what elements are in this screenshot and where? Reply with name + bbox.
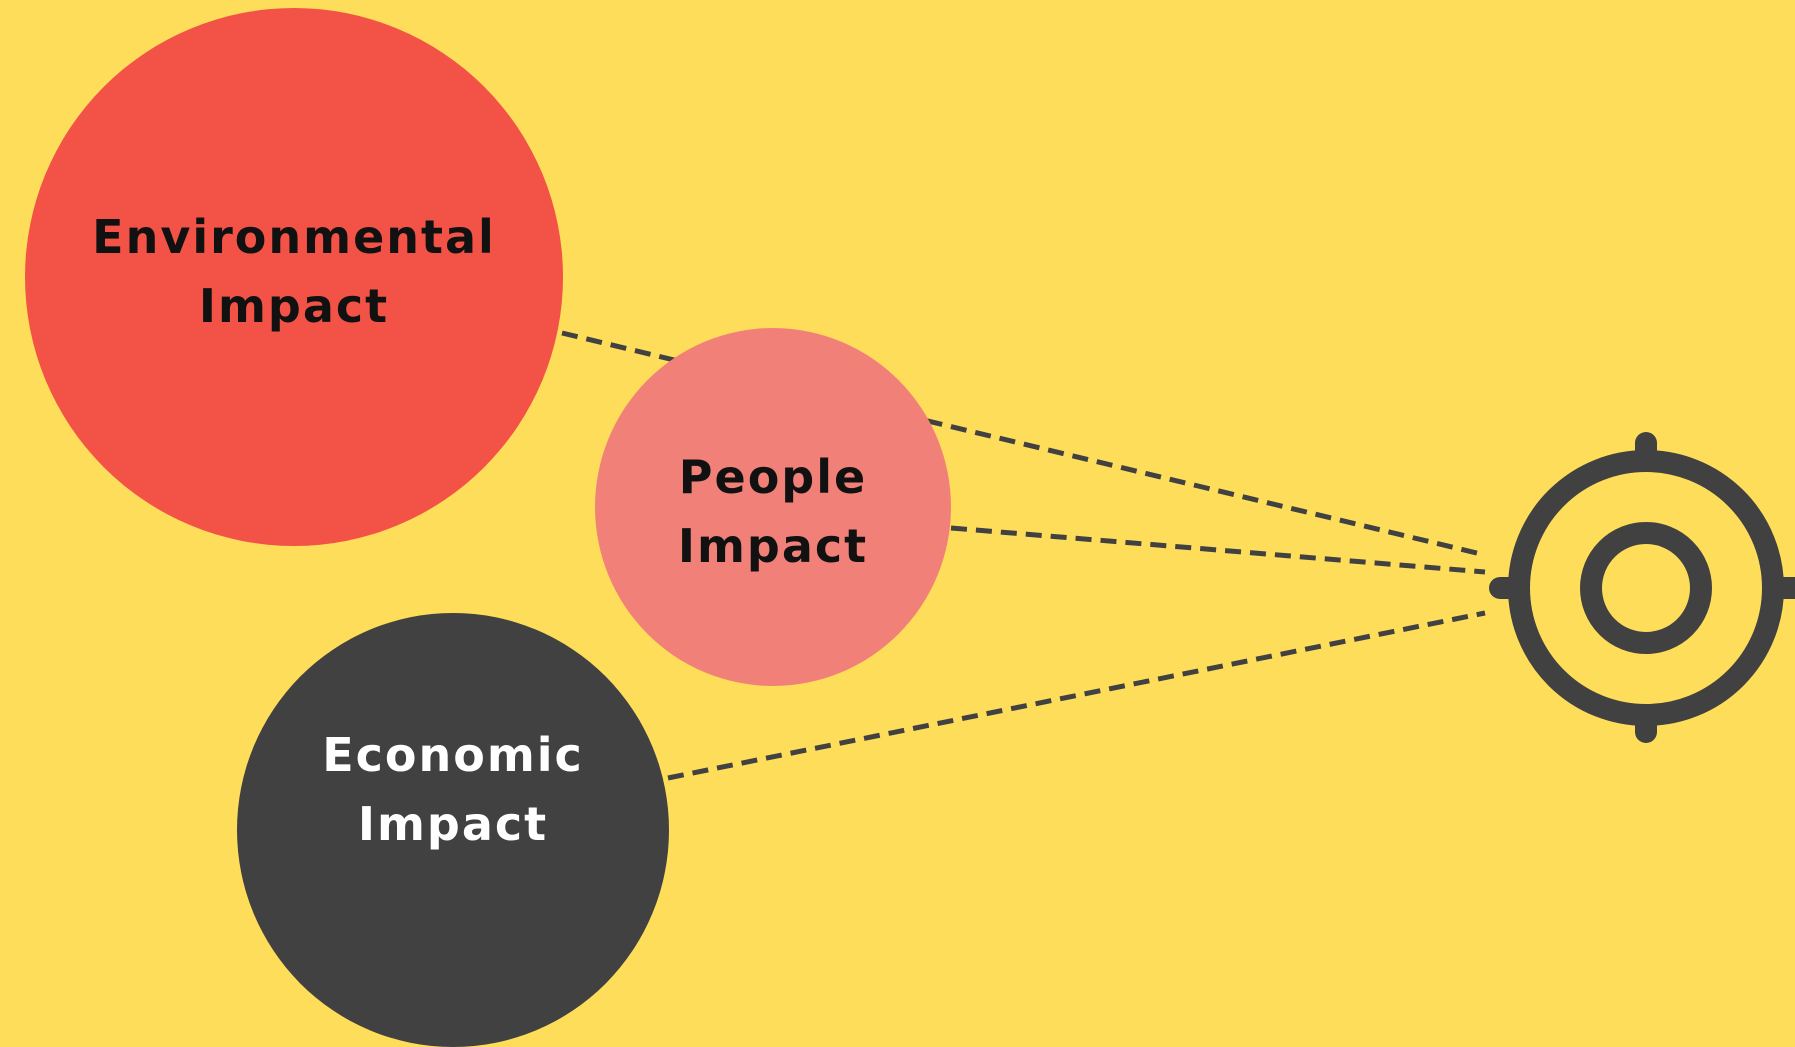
environmental-label-line1: Environmental (92, 210, 496, 264)
target-outer-ring (1508, 450, 1784, 726)
connector-people-to-target (950, 525, 1486, 575)
economic-impact-node: Economic Impact (237, 613, 669, 1047)
people-impact-label: People Impact (678, 443, 868, 581)
environmental-impact-node: Environmental Impact (25, 8, 563, 546)
economic-label-line2: Impact (357, 797, 549, 851)
environmental-label-line2: Impact (198, 279, 390, 333)
people-impact-node: People Impact (595, 328, 951, 686)
economic-label-line1: Economic (322, 728, 584, 782)
target-crosshair-icon (1489, 432, 1795, 743)
people-label-line2: Impact (677, 519, 869, 573)
target-inner-ring (1580, 522, 1712, 654)
connector-economic-to-target (667, 610, 1486, 781)
page-title: SOLUTION (0, 0, 1795, 20)
people-label-line1: People (678, 450, 868, 504)
environmental-impact-label: Environmental Impact (92, 203, 496, 341)
economic-impact-label: Economic Impact (322, 721, 584, 859)
